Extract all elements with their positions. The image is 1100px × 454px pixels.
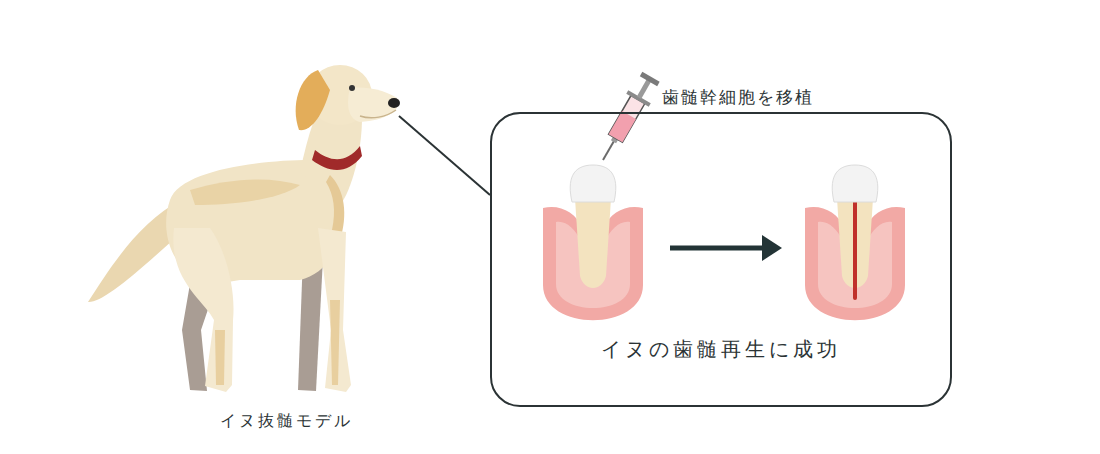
progress-arrow: [670, 235, 782, 261]
tooth-after: [805, 165, 905, 320]
leader-line: [399, 116, 490, 195]
syringe-icon: [592, 70, 663, 166]
result-panel: イヌの歯髄再生に成功: [490, 112, 952, 407]
model-label: イヌ抜髄モデル: [220, 411, 353, 432]
panel-caption: イヌの歯髄再生に成功: [492, 336, 950, 363]
dog-illustration: [88, 65, 400, 392]
tooth-before: [543, 165, 643, 320]
step-label: 歯髄幹細胞を移植: [662, 86, 814, 109]
